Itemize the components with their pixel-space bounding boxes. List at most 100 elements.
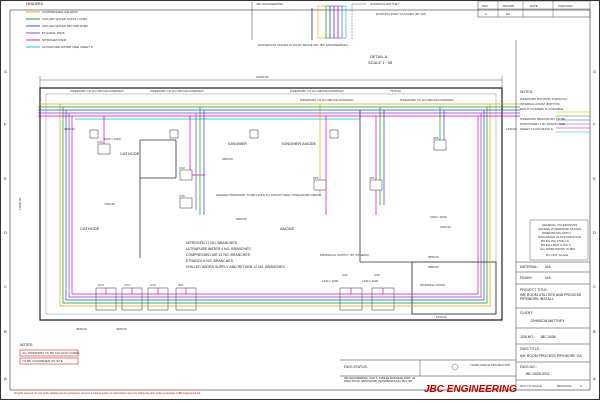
revision-table: REV. DRAWN DATE CHECKED A DC bbox=[477, 0, 591, 18]
legend-label: CHILLED WATER SUPPLY DN80 bbox=[42, 17, 87, 21]
grid-row-right: D bbox=[593, 230, 596, 235]
grid-row-labels: G F E D C B A G F E D C B A bbox=[4, 69, 596, 381]
bottom-block: DWG STATUS: THIRD ANGLE PROJECTION JBC E… bbox=[340, 359, 517, 395]
detail-valves-note: DIAPHRAGM VALVES AT INLET FENCE (BY JBC … bbox=[258, 43, 348, 47]
grid-row-left: D bbox=[4, 230, 7, 235]
pipework bbox=[38, 103, 520, 307]
rev-header: DATE bbox=[530, 4, 538, 8]
bottom-note-1: ALL PIPEWORK TO BE COLOUR CODED bbox=[22, 351, 80, 355]
dim-bot-r: 1400.00 bbox=[436, 315, 447, 319]
branch-count: ETHANOL 6 NO. BRANCHES bbox=[186, 259, 234, 263]
branch-count: ULTRAPURE WATER 4 NO. BRANCHES bbox=[186, 247, 251, 251]
chilled-water-return-run bbox=[65, 109, 485, 301]
dim-bottom-2: 4305.00 bbox=[116, 327, 127, 331]
tolerance-line: GENERAL TOLERANCES bbox=[542, 223, 577, 227]
note-pipe-e: PIPEWORK TO GO ABOVE DOORWAY bbox=[400, 98, 454, 102]
av6-box bbox=[433, 139, 447, 151]
detail-scale: SCALE 1 : 55 bbox=[368, 60, 393, 65]
internal-room bbox=[411, 261, 497, 315]
client-label: CLIENT: bbox=[520, 311, 533, 315]
bottom-note-2: TO BE CONFIRMED ON SITE bbox=[22, 359, 63, 363]
dim-av-l2: 1100 x 1100 bbox=[362, 279, 378, 283]
dim-cv-mid: 3300.00 bbox=[222, 157, 233, 161]
dim-cv: 1000 x 1000 bbox=[104, 137, 121, 141]
rev-header: DRAWN bbox=[503, 4, 514, 8]
dwg-no-label: DWG NO.: bbox=[520, 365, 537, 369]
grid-row-right: C bbox=[593, 284, 596, 289]
project-value-wrap: INK ROOM UTILITIES AND PROCESS PIPEWORK … bbox=[520, 293, 581, 301]
note-header-fix: HEADER PIPEWORK TO BE FIXED TO STRUCTURA… bbox=[216, 193, 321, 197]
legend-label: COMPRESSED AIR DN40 bbox=[42, 10, 78, 14]
note-pipe-d: PIPEWORK TO GO ABOVE DOORWAY bbox=[300, 98, 354, 102]
label-cv2: CV2 bbox=[179, 166, 185, 170]
label-cv3: CV3 bbox=[98, 283, 104, 287]
grid-row-left: G bbox=[4, 69, 7, 74]
label-cv4: CV4 bbox=[124, 283, 130, 287]
dim-left-top: 4990.00 bbox=[64, 127, 75, 131]
legend-label: CHILLED WATER RETURN DN80 bbox=[42, 24, 88, 28]
inner-border bbox=[9, 9, 591, 391]
copyright-wrap: All rights reserved. No part of this dra… bbox=[14, 392, 201, 395]
overall-dimension: 24000.00 bbox=[39, 75, 503, 88]
material-label: MATERIAL: bbox=[520, 265, 538, 269]
detail-flanges-note: EXISTING INLET FLANGES (BY JM) bbox=[376, 12, 426, 16]
label-internal-room: INTERNAL ROOM bbox=[420, 283, 445, 287]
rev-header: CHECKED bbox=[558, 4, 574, 8]
branch-count: CHILLED WATER SUPPLY AND RETURN 12 NO. B… bbox=[186, 265, 285, 269]
grid-row-right: F bbox=[593, 122, 596, 127]
grid-row-left: A bbox=[4, 376, 7, 381]
notes-line: POSITIONED 1.5m APART - SEE bbox=[520, 122, 565, 126]
rev-cell: A bbox=[485, 12, 487, 16]
rev-header: REV. bbox=[482, 4, 489, 8]
scale-note: NOT TO SCALE bbox=[520, 384, 542, 388]
note-manifold: PROPANOL SUPPLY (BY OTHERS) bbox=[320, 253, 369, 257]
dim-r1000: 1000 x 1000 bbox=[430, 215, 447, 219]
legend-label: NITROGEN DN40 bbox=[42, 38, 67, 42]
grid-row-left: E bbox=[4, 176, 7, 181]
legend-label: ETHANOL DN25 bbox=[42, 31, 65, 35]
label-cathode-top: CATHODE bbox=[120, 151, 140, 156]
grid-row-right: A bbox=[593, 376, 596, 381]
finish-value: N/A bbox=[545, 276, 552, 280]
cv6-box bbox=[179, 197, 193, 209]
cv2-box bbox=[179, 169, 193, 181]
dim-top-right: 7575.00 bbox=[390, 89, 401, 93]
dwg-title-label: DWG TITLE: bbox=[520, 347, 540, 351]
client-value: JOHNSON MATTHEY bbox=[530, 319, 565, 323]
copyright-text: All rights reserved. No part of this dra… bbox=[14, 392, 201, 395]
finish-label: FINISH: bbox=[520, 276, 532, 280]
label-cv5: CV5 bbox=[150, 283, 156, 287]
grid-row-left: B bbox=[4, 329, 7, 334]
label-av6: AV6 bbox=[433, 136, 439, 140]
tolerance-line: BS EN 13920 & ISO 5 bbox=[541, 243, 571, 247]
detail-jm-label: JOHNSON MATTHEY bbox=[370, 2, 400, 6]
grid-row-left: C bbox=[4, 284, 7, 289]
dim-right-2: 3880.00 bbox=[428, 265, 439, 269]
legend-heading: HEADERS bbox=[26, 2, 44, 6]
grid-row-right: G bbox=[593, 69, 596, 74]
tolerance-line: UNLESS OTHERWISE STATED bbox=[538, 227, 582, 231]
notes-title: NOTES: bbox=[520, 90, 533, 94]
notes-line: INTERNAL ROOM (BOTTOM bbox=[520, 102, 560, 106]
grid-row-left: F bbox=[4, 122, 7, 127]
bottom-notes: NOTES: ALL PIPEWORK TO BE COLOUR CODED T… bbox=[14, 343, 201, 395]
note-pipe-c: PIPEWORK TO GO ABOVE DOORWAY bbox=[290, 89, 344, 93]
label-cv6: CV6 bbox=[179, 194, 185, 198]
equipment bbox=[97, 139, 447, 209]
tolerance-line: ALL DIMENSIONS IN MM bbox=[540, 247, 575, 251]
building-outline bbox=[39, 87, 503, 321]
dwg-title-value: INK ROOM PROCESS PIPEWORK GA bbox=[520, 354, 582, 358]
label-av4: AV4 bbox=[342, 273, 348, 277]
dwg-no-value: JBC-0038-0001 bbox=[525, 372, 550, 376]
dim-right-1: 3550.00 bbox=[428, 255, 439, 259]
label-av1: AV1 bbox=[178, 283, 184, 287]
note-pipe-b: PIPEWORK TO GO ABOVE DOORWAY bbox=[150, 89, 204, 93]
project-label: PROJECT TITLE: bbox=[520, 288, 548, 292]
detail-jbc-label: JBC ENGINEERING bbox=[256, 2, 284, 6]
av3-box bbox=[369, 179, 383, 191]
status-label: DWG STATUS: bbox=[344, 365, 368, 369]
dim-right-3: 1300.00 bbox=[506, 127, 517, 131]
